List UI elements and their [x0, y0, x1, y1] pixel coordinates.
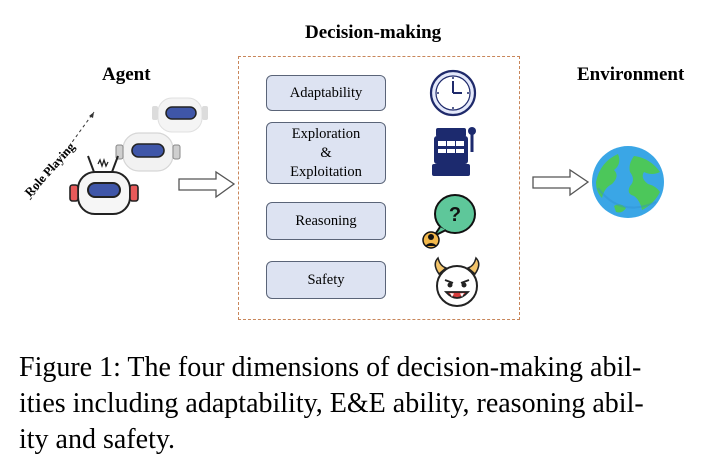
exploitation-label: Exploitation: [290, 163, 362, 180]
environment-heading: Environment: [577, 64, 685, 85]
caption-line-3: ity and safety.: [19, 424, 176, 455]
slot-machine-icon: [432, 127, 476, 176]
agent-heading: Agent: [102, 64, 151, 85]
demon-icon: [434, 256, 480, 307]
adaptability-box: Adaptability: [266, 75, 386, 111]
reasoning-box: Reasoning: [266, 202, 386, 240]
decision-making-frame: [238, 56, 520, 320]
clock-icon: [429, 69, 477, 117]
exploration-label: Exploration: [291, 125, 361, 142]
caption-line-2: ities including adaptability, E&E abilit…: [19, 388, 644, 419]
adaptability-label: Adaptability: [289, 84, 363, 101]
question-mark-text: ?: [449, 204, 461, 226]
decision-making-heading: Decision-making: [305, 22, 442, 43]
globe-icon: [592, 146, 664, 218]
figure-caption: Figure 1: The four dimensions of decisio…: [19, 350, 699, 458]
arrow-decision-to-environment: [532, 168, 590, 197]
reasoning-label: Reasoning: [295, 212, 357, 229]
robot-icon-front: [69, 155, 139, 215]
question-bubble-icon: ?: [422, 194, 476, 249]
safety-label: Safety: [307, 271, 345, 288]
robot-icon-middle: [115, 132, 181, 172]
robot-icon-back: [152, 97, 208, 133]
exploration-exploitation-box: Exploration & Exploitation: [266, 122, 386, 184]
arrow-agent-to-decision: [178, 170, 236, 199]
safety-box: Safety: [266, 261, 386, 299]
ampersand-label: &: [320, 144, 332, 161]
caption-line-1: Figure 1: The four dimensions of decisio…: [19, 352, 642, 383]
